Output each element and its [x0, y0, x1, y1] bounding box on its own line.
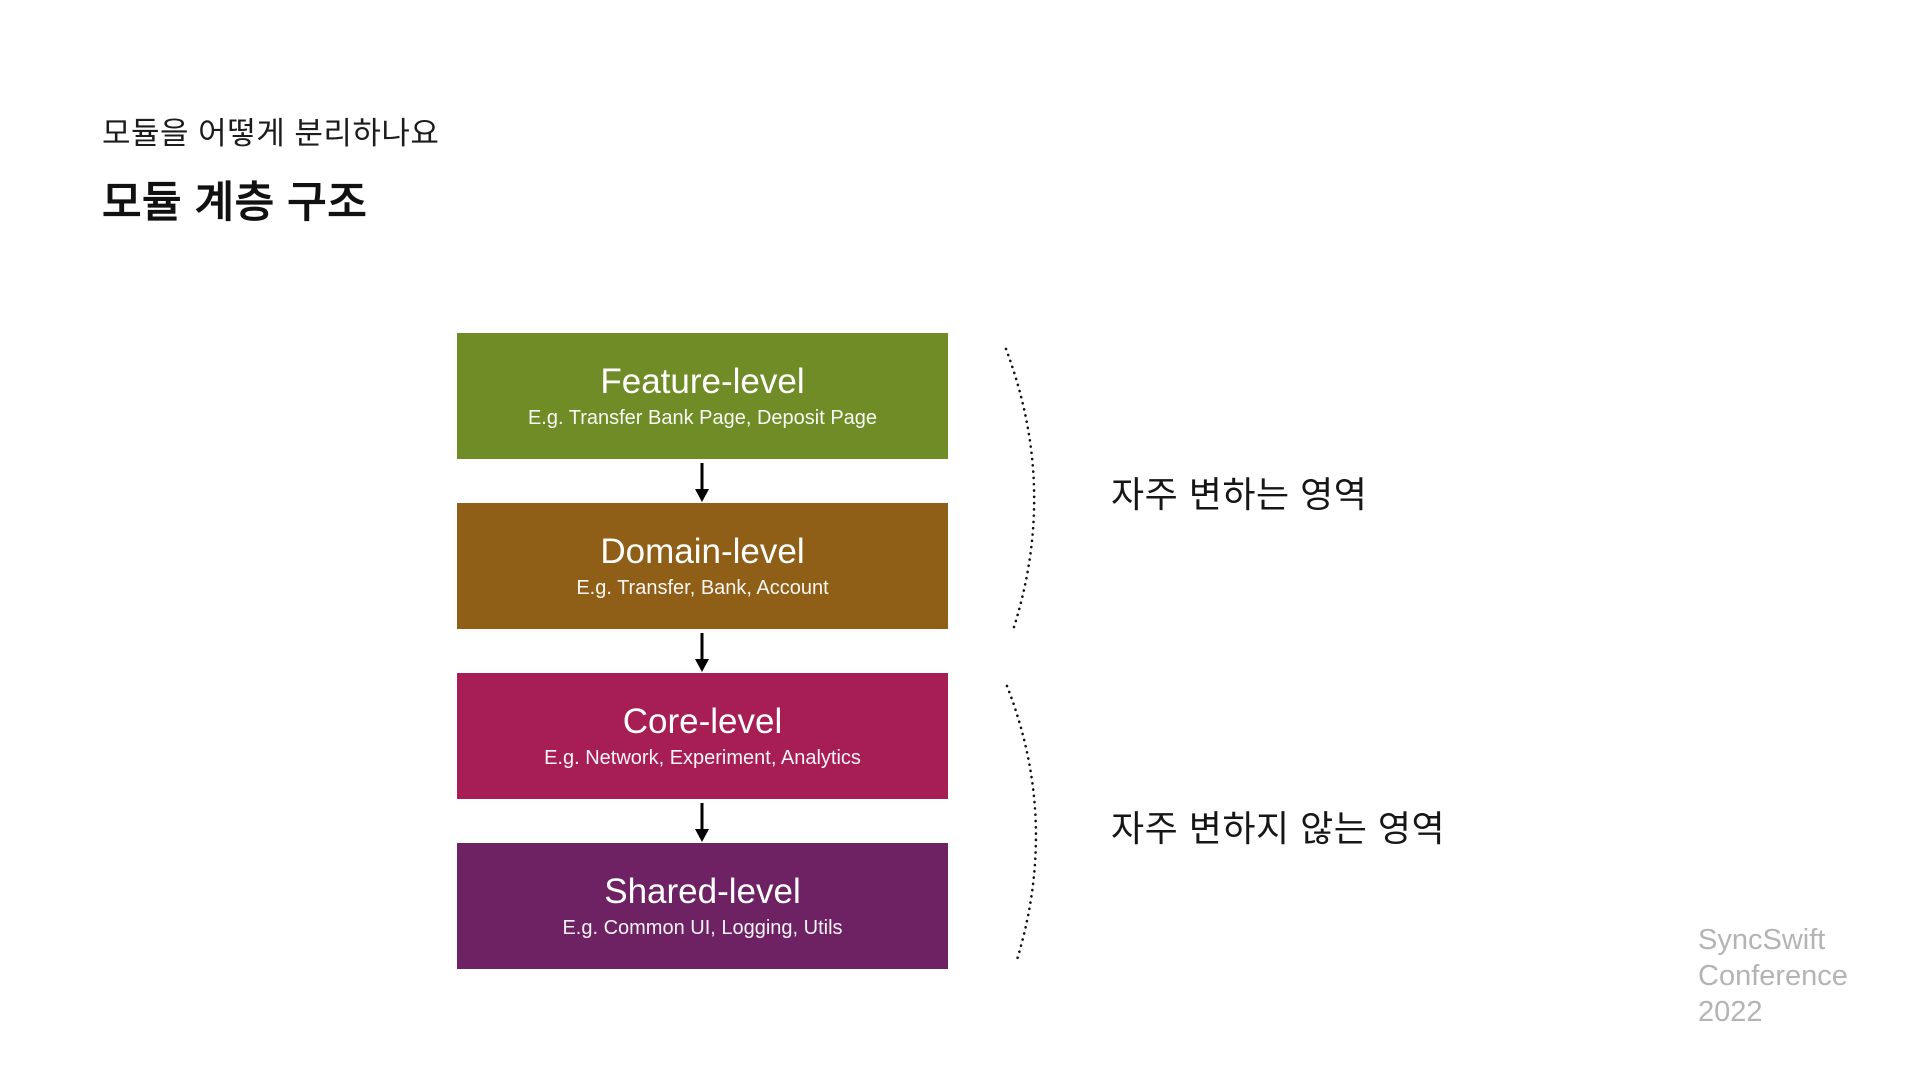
arrow-down-icon	[690, 631, 714, 673]
core-level-box: Core-level E.g. Network, Experiment, Ana…	[457, 673, 948, 799]
domain-level-box: Domain-level E.g. Transfer, Bank, Accoun…	[457, 503, 948, 629]
shared-level-title: Shared-level	[604, 872, 801, 911]
page-title: 모듈 계층 구조	[102, 179, 368, 227]
feature-level-examples: E.g. Transfer Bank Page, Deposit Page	[527, 407, 878, 429]
slide-subtitle: 모듈을 어떻게 분리하나요	[102, 116, 440, 151]
arrow-down-icon	[690, 461, 714, 503]
arrow-down-icon	[690, 801, 714, 843]
conference-watermark: SyncSwift Conference 2022	[1698, 922, 1848, 1030]
annotation-frequently-changing: 자주 변하는 영역	[1111, 474, 1368, 515]
shared-level-examples: E.g. Common UI, Logging, Utils	[562, 917, 843, 939]
dotted-brace-top	[998, 347, 1060, 629]
shared-level-box: Shared-level E.g. Common UI, Logging, Ut…	[457, 843, 948, 969]
domain-level-examples: E.g. Transfer, Bank, Account	[576, 577, 829, 599]
annotation-rarely-changing: 자주 변하지 않는 영역	[1111, 808, 1446, 849]
core-level-title: Core-level	[622, 702, 783, 741]
dotted-brace-bottom	[1000, 684, 1062, 965]
watermark-line: Conference	[1698, 960, 1848, 992]
domain-level-title: Domain-level	[600, 532, 805, 571]
feature-level-box: Feature-level E.g. Transfer Bank Page, D…	[457, 333, 948, 459]
core-level-examples: E.g. Network, Experiment, Analytics	[544, 747, 861, 769]
watermark-line: SyncSwift	[1698, 924, 1826, 956]
watermark-line: 2022	[1698, 996, 1763, 1028]
feature-level-title: Feature-level	[600, 362, 805, 401]
